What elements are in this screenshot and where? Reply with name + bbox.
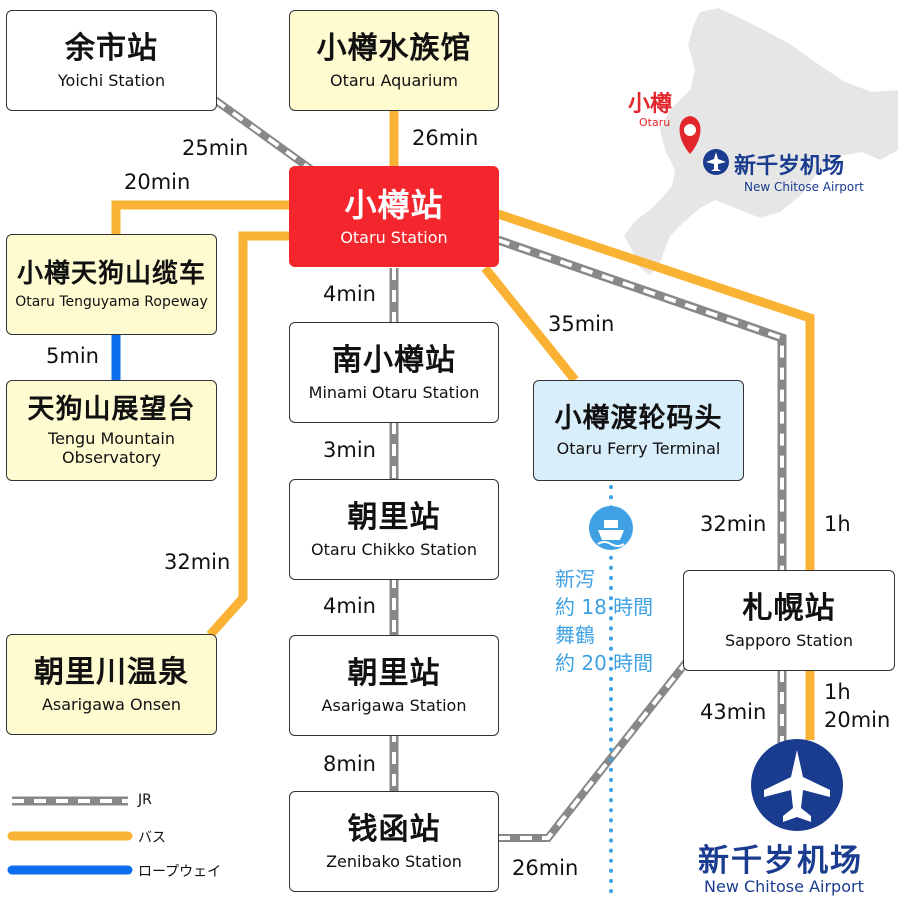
station-asarigawa-name: 朝里站 bbox=[347, 655, 441, 691]
map-otaru-label: 小樽 bbox=[628, 92, 673, 117]
station-aquarium[interactable]: 小樽水族馆 Otaru Aquarium bbox=[289, 10, 499, 111]
station-ferry-terminal-name: 小樽渡轮码头 bbox=[554, 402, 723, 434]
time-jr-sapporo: 32min bbox=[700, 512, 767, 536]
station-observatory[interactable]: 天狗山展望台 Tengu Mountain Observatory bbox=[6, 380, 217, 481]
station-otaru-chikko-name: 朝里站 bbox=[347, 499, 441, 535]
bus-line-onsen bbox=[206, 231, 290, 638]
jr-line-yoichi bbox=[212, 96, 315, 174]
legend-ropeway-label: ロープウェイ bbox=[138, 864, 222, 880]
airport-name-en: New Chitose Airport bbox=[704, 877, 864, 896]
time-bus-airport-1: 1h bbox=[824, 680, 851, 704]
legend-bus-label: バス bbox=[138, 830, 166, 846]
airport-map-icon bbox=[703, 149, 729, 175]
time-bus-airport-2: 20min bbox=[824, 708, 891, 732]
station-asarigawa-onsen-name: 朝里川温泉 bbox=[34, 654, 189, 690]
station-minami-otaru[interactable]: 南小樽站 Minami Otaru Station bbox=[289, 322, 499, 423]
time-jr-airport: 43min bbox=[700, 700, 767, 724]
map-airport-label-en: New Chitose Airport bbox=[744, 180, 864, 194]
ferry-route-maizuru-time: 約 20 時間 bbox=[555, 651, 654, 675]
station-asarigawa-onsen-name-en: Asarigawa Onsen bbox=[41, 694, 182, 714]
hokkaido-map bbox=[624, 8, 898, 275]
time-asarigawa: 4min bbox=[323, 594, 376, 618]
station-minami-otaru-name-en: Minami Otaru Station bbox=[308, 382, 480, 402]
legend-jr-label: JR bbox=[138, 792, 152, 808]
ferry-route-niigata-time: 約 18 時間 bbox=[555, 595, 654, 619]
station-aquarium-name: 小樽水族馆 bbox=[316, 30, 472, 66]
time-yoichi: 25min bbox=[182, 136, 249, 160]
station-otaru-name-en: Otaru Station bbox=[340, 228, 448, 248]
station-otaru-chikko[interactable]: 朝里站 Otaru Chikko Station bbox=[289, 479, 499, 580]
station-ropeway-name: 小樽天狗山缆车 bbox=[16, 258, 206, 289]
station-otaru[interactable]: 小樽站 Otaru Station bbox=[289, 166, 499, 267]
station-otaru-chikko-name-en: Otaru Chikko Station bbox=[311, 539, 477, 559]
station-yoichi-name-en: Yoichi Station bbox=[57, 70, 166, 90]
station-ferry-terminal[interactable]: 小樽渡轮码头 Otaru Ferry Terminal bbox=[533, 380, 744, 481]
time-ropeway-bus: 20min bbox=[124, 170, 191, 194]
station-sapporo-name: 札幌站 bbox=[742, 590, 836, 626]
time-zenibako-airport: 26min bbox=[512, 856, 579, 880]
time-onsen: 32min bbox=[164, 550, 231, 574]
station-asarigawa[interactable]: 朝里站 Asarigawa Station bbox=[289, 635, 499, 736]
station-aquarium-name-en: Otaru Aquarium bbox=[330, 70, 458, 90]
bus-line-ferry bbox=[481, 265, 579, 383]
jr-line-zenibako-sapporo bbox=[498, 657, 692, 842]
station-zenibako-name: 钱函站 bbox=[347, 811, 441, 847]
station-asarigawa-name-en: Asarigawa Station bbox=[321, 695, 467, 715]
time-aquarium: 26min bbox=[412, 126, 479, 150]
station-observatory-name-en: Tengu Mountain Observatory bbox=[48, 428, 175, 467]
jr-line-sapporo bbox=[496, 235, 787, 570]
station-zenibako-name-en: Zenibako Station bbox=[326, 851, 462, 871]
time-zenibako: 8min bbox=[323, 752, 376, 776]
station-ropeway-name-en: Otaru Tenguyama Ropeway bbox=[15, 293, 208, 310]
station-zenibako[interactable]: 钱函站 Zenibako Station bbox=[289, 791, 499, 892]
station-sapporo[interactable]: 札幌站 Sapporo Station bbox=[683, 570, 895, 671]
time-chikko: 3min bbox=[323, 438, 376, 462]
time-bus-sapporo: 1h bbox=[824, 512, 851, 536]
station-sapporo-name-en: Sapporo Station bbox=[724, 630, 854, 650]
station-yoichi-name: 余市站 bbox=[65, 30, 158, 66]
station-ferry-terminal-name-en: Otaru Ferry Terminal bbox=[556, 439, 721, 459]
station-yoichi[interactable]: 余市站 Yoichi Station bbox=[6, 10, 217, 111]
airport-icon bbox=[751, 739, 843, 831]
time-ropeway-link: 5min bbox=[46, 344, 99, 368]
time-ferry: 35min bbox=[548, 312, 615, 336]
ferry-route-niigata: 新泻 bbox=[555, 567, 595, 591]
time-minami: 4min bbox=[323, 282, 376, 306]
map-airport-label: 新千岁机场 bbox=[734, 154, 845, 179]
station-observatory-name: 天狗山展望台 bbox=[27, 394, 196, 426]
otaru-pin-icon bbox=[679, 116, 701, 154]
ferry-icon bbox=[589, 506, 633, 550]
map-otaru-label-en: Otaru bbox=[639, 116, 671, 129]
bus-line-ropeway bbox=[111, 200, 290, 236]
station-minami-otaru-name: 南小樽站 bbox=[332, 342, 456, 378]
station-otaru-name: 小樽站 bbox=[344, 185, 444, 224]
station-ropeway[interactable]: 小樽天狗山缆车 Otaru Tenguyama Ropeway bbox=[6, 234, 217, 335]
ferry-route-maizuru: 舞鶴 bbox=[555, 623, 595, 647]
airport-name: 新千岁机场 bbox=[698, 843, 863, 879]
station-asarigawa-onsen[interactable]: 朝里川温泉 Asarigawa Onsen bbox=[6, 634, 217, 735]
